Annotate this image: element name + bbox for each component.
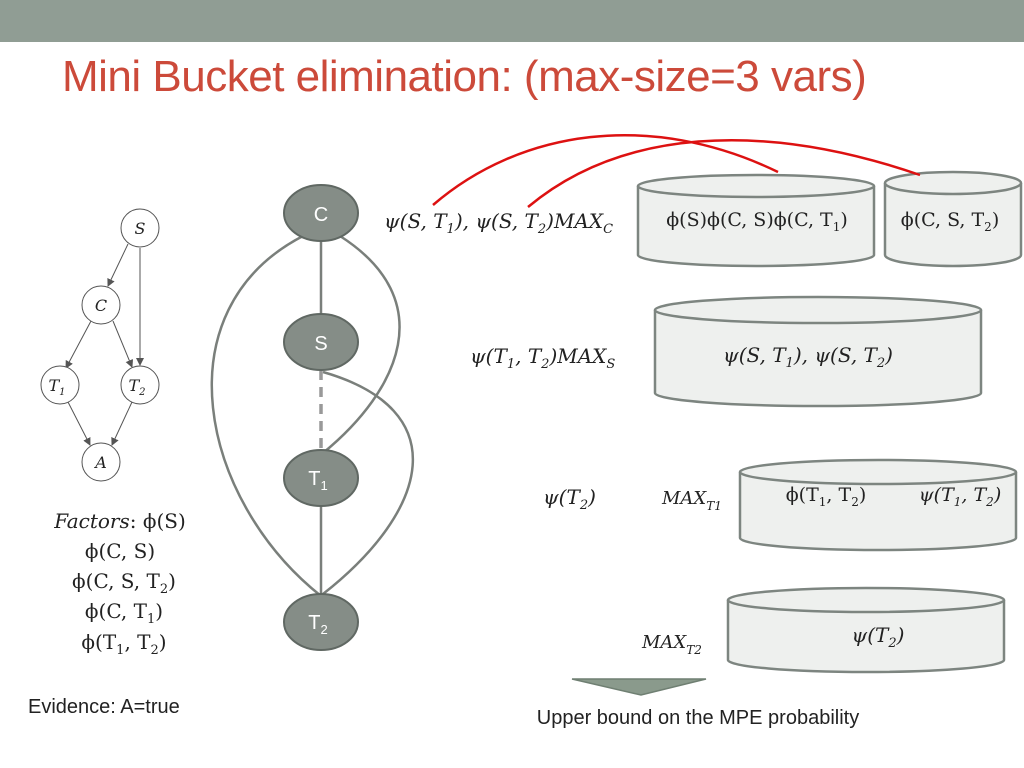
bucket-c-right-text: ϕ(C, S, T2) (901, 209, 999, 234)
bucket-c-message: ψ(S, T1), ψ(S, T2)MAXC (384, 209, 613, 237)
bn-node-a-label: A (93, 453, 107, 472)
bn-node-c-label: C (95, 296, 107, 315)
factors-list: Factors: ϕ(S) ϕ(C, S) ϕ(C, S, T2) ϕ(C, T… (53, 509, 186, 658)
bn-node-s (120, 208, 160, 248)
order-node-t2-label: T2 (308, 612, 327, 637)
red-arrow-left (432, 133, 779, 206)
bucket-t1-left-text: ϕ(T1, T2) (786, 484, 867, 509)
arc-s-t2-right (322, 370, 414, 595)
ordering-graph (210, 234, 414, 597)
factors-line-0: Factors: ϕ(S) (53, 509, 186, 533)
slide-title: Mini Bucket elimination: (max-size=3 var… (62, 52, 867, 101)
factors-line-4: ϕ(T1, T2) (81, 630, 166, 658)
factors-line-2: ϕ(C, S, T2) (72, 569, 176, 597)
bucket-t2-max: MAXT2 (641, 632, 702, 657)
bucket-t1-right-text: ψ(T1, T2) (919, 484, 1001, 509)
top-bar (0, 0, 1024, 42)
order-node-t1 (283, 449, 359, 507)
edge-c-t1 (65, 320, 92, 369)
edge-t2-a (111, 401, 133, 446)
bn-node-t1 (40, 365, 80, 405)
edge-t1-a (67, 401, 91, 446)
bn-node-c (81, 285, 121, 325)
result-label: Upper bound on the MPE probability (537, 707, 859, 729)
edge-s-c (107, 243, 129, 287)
edge-c-t2 (112, 320, 134, 368)
bucket-t1 (738, 458, 1018, 552)
order-node-c (283, 184, 359, 242)
bucket-t1-max: MAXT1 (661, 488, 722, 513)
bn-node-a (81, 442, 121, 482)
bn-node-t2 (120, 365, 160, 405)
bn-node-t1-label: T1 (48, 376, 65, 398)
order-node-t1-label: T1 (308, 468, 327, 493)
factors-line-3: ϕ(C, T1) (85, 599, 163, 627)
bn-node-s-label: S (135, 219, 146, 238)
factors-line-1: ϕ(C, S) (85, 539, 155, 563)
bucket-t1-message: ψ(T2) (543, 485, 596, 513)
bucket-s-message: ψ(T1, T2)MAXS (470, 344, 615, 372)
red-arrow-right (527, 139, 921, 208)
bucket-s (653, 295, 983, 408)
ordering-nodes: C S T1 T2 (283, 184, 359, 651)
order-node-c-label: C (314, 204, 328, 226)
bucket-c-right (883, 170, 1023, 268)
down-arrow (571, 678, 707, 696)
bayes-network: S C T1 T2 A (40, 208, 160, 482)
bucket-c-left (636, 173, 876, 268)
evidence-label: Evidence: A=true (28, 696, 180, 718)
arc-c-t1-right (322, 234, 401, 454)
bucket-c-left-text: ϕ(S)ϕ(C, S)ϕ(C, T1) (666, 209, 848, 234)
order-node-s-label: S (314, 333, 327, 355)
arc-c-t2-left (210, 234, 322, 597)
bucket-t2 (726, 586, 1006, 674)
bucket-t2-text: ψ(T2) (852, 623, 905, 651)
order-node-t2 (283, 593, 359, 651)
bn-node-t2-label: T2 (128, 376, 145, 398)
order-node-s (283, 313, 359, 371)
bucket-s-text: ψ(S, T1), ψ(S, T2) (723, 343, 893, 371)
